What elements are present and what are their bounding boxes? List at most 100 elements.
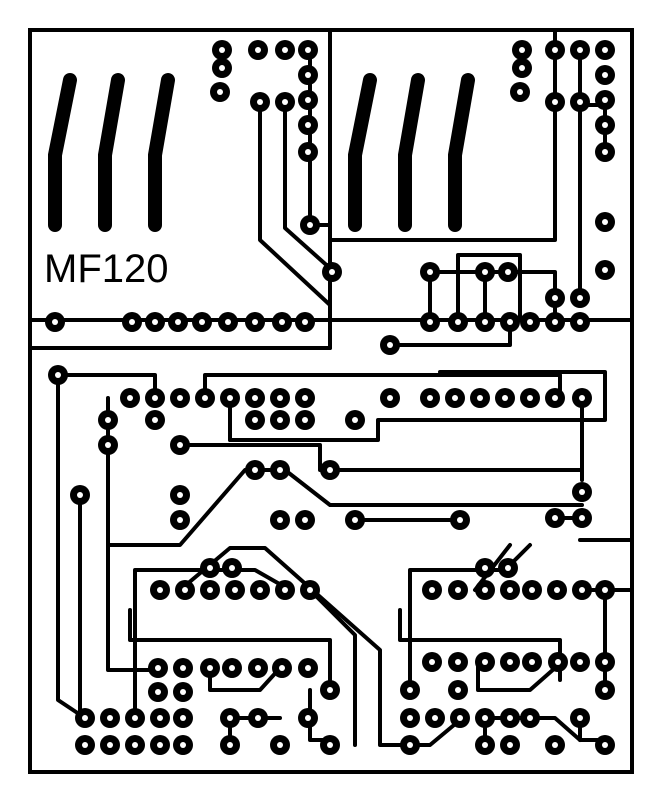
solder-pad xyxy=(170,388,190,408)
solder-pad xyxy=(272,312,292,332)
trace-top-2 xyxy=(283,103,334,272)
solder-pad xyxy=(545,312,565,332)
solder-pad xyxy=(320,680,340,700)
solder-pad xyxy=(272,658,292,678)
solder-pad xyxy=(250,580,270,600)
solder-pad xyxy=(75,708,95,728)
solder-pad xyxy=(225,580,245,600)
solder-pad xyxy=(212,40,232,60)
solder-pad xyxy=(570,652,590,672)
strip-left-1 xyxy=(48,73,77,232)
solder-pad xyxy=(248,40,268,60)
solder-pad xyxy=(168,312,188,332)
solder-pad xyxy=(275,92,295,112)
solder-pad xyxy=(520,388,540,408)
solder-pad xyxy=(150,708,170,728)
solder-pad xyxy=(170,435,190,455)
solder-pad xyxy=(270,510,290,530)
trace-bl-3 xyxy=(178,546,462,747)
solder-pad xyxy=(170,510,190,530)
solder-pad xyxy=(545,288,565,308)
solder-pad xyxy=(270,388,290,408)
solder-pad xyxy=(250,92,270,112)
solder-pad xyxy=(520,708,540,728)
solder-pad xyxy=(125,708,145,728)
solder-pad xyxy=(210,82,230,102)
solder-pad xyxy=(145,388,165,408)
solder-pad xyxy=(548,652,568,672)
trace-left-3 xyxy=(106,396,160,672)
solder-pad xyxy=(248,658,268,678)
solder-pad xyxy=(572,508,592,528)
trace-left-1 xyxy=(56,373,87,720)
solder-pad xyxy=(245,312,265,332)
solder-pad xyxy=(200,580,220,600)
solder-pad xyxy=(400,708,420,728)
strip-left-3 xyxy=(148,73,175,232)
solder-pad xyxy=(248,708,268,728)
solder-pad xyxy=(422,580,442,600)
solder-pad xyxy=(500,312,520,332)
solder-pad xyxy=(222,658,242,678)
solder-pad xyxy=(510,82,530,102)
solder-pad xyxy=(220,735,240,755)
solder-pad xyxy=(145,410,165,430)
solder-pad xyxy=(298,65,318,85)
solder-pad xyxy=(545,40,565,60)
solder-pad xyxy=(500,652,520,672)
solder-pad xyxy=(380,335,400,355)
solder-pad xyxy=(175,580,195,600)
copper-traces xyxy=(28,28,634,774)
solder-pad xyxy=(475,312,495,332)
solder-pad xyxy=(545,388,565,408)
solder-pad xyxy=(570,288,590,308)
solder-pad xyxy=(448,312,468,332)
trace-left-7 xyxy=(203,373,562,400)
solder-pad xyxy=(572,580,592,600)
solder-pad xyxy=(475,580,495,600)
solder-pad xyxy=(545,92,565,112)
board-outline xyxy=(28,28,634,774)
solder-pad xyxy=(125,735,145,755)
trace-bl-7 xyxy=(308,588,357,747)
solder-pad xyxy=(420,312,440,332)
module-right-box xyxy=(328,28,557,242)
solder-pad xyxy=(572,388,592,408)
solder-pad xyxy=(245,410,265,430)
trace-bl-4 xyxy=(208,663,282,692)
trace-mid-3 xyxy=(456,253,522,324)
solder-pad xyxy=(295,510,315,530)
solder-pad xyxy=(595,65,615,85)
solder-pad xyxy=(148,682,168,702)
solder-pad xyxy=(570,92,590,112)
thick-contact-strips xyxy=(48,73,475,232)
solder-pad xyxy=(498,558,518,578)
trace-br-1 xyxy=(408,543,532,692)
solder-pad xyxy=(448,680,468,700)
solder-pad xyxy=(400,735,420,755)
solder-pad xyxy=(220,388,240,408)
solder-pad xyxy=(500,708,520,728)
trace-left-2 xyxy=(56,373,157,400)
solder-pad xyxy=(70,485,90,505)
solder-pad xyxy=(498,262,518,282)
solder-pad xyxy=(475,708,495,728)
strip-right-3 xyxy=(448,73,475,232)
solder-pad xyxy=(298,708,318,728)
solder-pad xyxy=(270,460,290,480)
board-label: MF120 xyxy=(44,247,169,291)
solder-pad xyxy=(345,410,365,430)
trace-left-9 xyxy=(228,370,607,442)
solder-pad xyxy=(145,312,165,332)
solder-pad xyxy=(98,410,118,430)
trace-br-4 xyxy=(476,663,557,692)
solder-pad xyxy=(572,482,592,502)
solder-pad xyxy=(148,658,168,678)
solder-pad xyxy=(48,365,68,385)
solder-pad xyxy=(595,212,615,232)
solder-pad xyxy=(218,312,238,332)
solder-pad xyxy=(200,658,220,678)
trace-left-6 xyxy=(178,443,584,472)
solder-pad xyxy=(595,260,615,280)
solder-pad xyxy=(448,580,468,600)
